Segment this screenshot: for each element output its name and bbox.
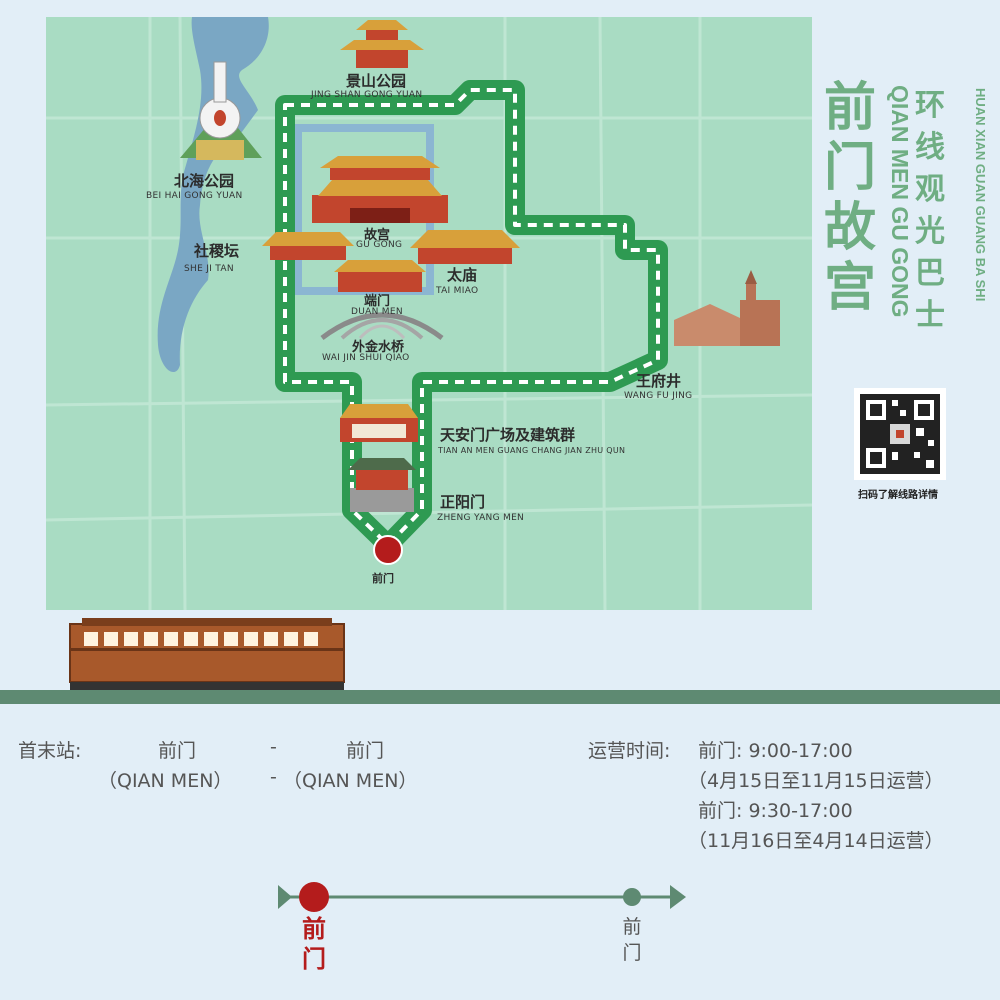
label-beihai: 北海公园 xyxy=(174,172,235,190)
wangfujing-building-icon xyxy=(674,270,780,346)
label-gugong: 故宫 xyxy=(364,228,391,243)
label-beihai-en: BEI HAI GONG YUAN xyxy=(146,191,243,201)
hours-2: 前门: 9:30-17:00 xyxy=(698,800,853,822)
zhengyangmen-gate-icon xyxy=(348,458,416,512)
label-tiananmen-en: TIAN AN MEN GUANG CHANG JIAN ZHU QUN xyxy=(438,446,626,455)
hours-label: 运营时间: xyxy=(588,740,671,762)
label-shejitan: 社稷坛 xyxy=(194,242,240,260)
season-2: （11月16日至4月14日运营） xyxy=(688,830,944,852)
beihai-lake xyxy=(157,17,269,373)
label-tiananmen: 天安门广场及建筑群 xyxy=(440,426,576,444)
label-gugong-en: GU GONG xyxy=(356,240,403,250)
white-dagoba-icon xyxy=(180,61,262,160)
qr-code[interactable] xyxy=(854,388,946,480)
terminal-to-en: （QIAN MEN） xyxy=(283,770,418,792)
label-jingshan: 景山公园 xyxy=(346,72,407,90)
label-taimiao-en: TAI MIAO xyxy=(436,286,479,296)
tram-icon xyxy=(69,618,345,690)
terminal-to: 前门 xyxy=(346,740,385,762)
label-zhengyangmen-en: ZHENG YANG MEN xyxy=(437,513,525,523)
qr-caption: 扫码了解线路详情 xyxy=(858,490,938,501)
label-waijinshuiqiao-en: WAI JIN SHUI QIAO xyxy=(322,353,410,363)
label-qianmen: 前门 xyxy=(372,572,394,585)
ground-line xyxy=(0,690,1000,704)
title-main-pinyin: QIAN MEN GU GONG xyxy=(887,85,913,318)
title-sub: 环线观光巴士 xyxy=(915,88,945,333)
label-duanmen: 端门 xyxy=(364,294,391,309)
gugong-hall-icon xyxy=(312,156,448,223)
terminal-dash: - xyxy=(270,736,277,758)
route-start-dot[interactable] xyxy=(299,882,329,912)
waijinshuiqiao-bridge-icon xyxy=(320,312,444,340)
linear-route-diagram xyxy=(278,882,686,912)
terminal-dash-2: - xyxy=(270,766,277,788)
label-jingshan-en: JING SHAN GONG YUAN xyxy=(311,90,423,100)
title-sub-pinyin: HUAN XIAN GUAN GUANG BA SHI xyxy=(973,88,988,302)
jingshan-pavilion-icon xyxy=(340,20,424,68)
terminal-label: 首末站: xyxy=(18,740,82,762)
taimiao-hall-icon xyxy=(410,230,520,264)
qianmen-stop-marker[interactable] xyxy=(373,535,403,565)
hours-1: 前门: 9:00-17:00 xyxy=(698,740,853,762)
route-start-label: 前门 xyxy=(302,915,326,973)
route-end-label: 前门 xyxy=(622,916,642,964)
terminal-from-en: （QIAN MEN） xyxy=(98,770,233,792)
label-taimiao: 太庙 xyxy=(447,266,478,284)
label-shejitan-en: SHE JI TAN xyxy=(184,264,234,274)
title-main: 前门故宫 xyxy=(823,78,876,318)
route-end-dot[interactable] xyxy=(623,888,641,906)
label-wangfujing-en: WANG FU JING xyxy=(624,391,693,401)
label-zhengyangmen: 正阳门 xyxy=(440,493,486,511)
label-wangfujing: 王府井 xyxy=(636,372,682,390)
season-1: （4月15日至11月15日运营） xyxy=(688,770,944,792)
tiananmen-monument-icon xyxy=(340,404,418,442)
duanmen-gate-icon xyxy=(334,260,426,292)
terminal-from: 前门 xyxy=(158,740,197,762)
label-duanmen-en: DUAN MEN xyxy=(351,307,403,317)
shejitan-gate-icon xyxy=(262,232,354,260)
label-waijinshuiqiao: 外金水桥 xyxy=(352,340,405,355)
